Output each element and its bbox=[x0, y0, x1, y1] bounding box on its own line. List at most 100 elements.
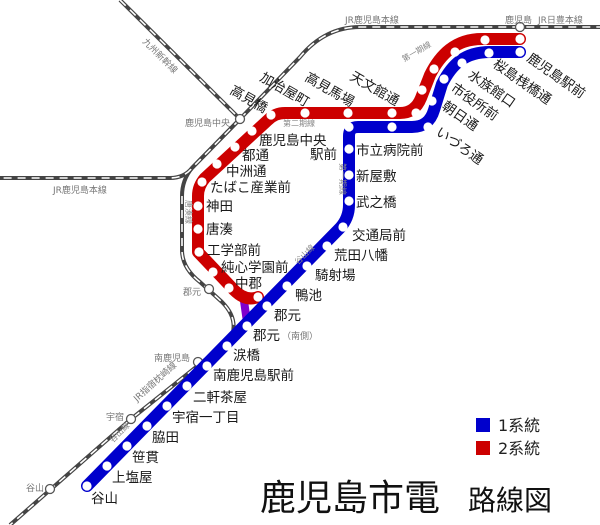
station-label[interactable]: 中洲通 bbox=[226, 164, 267, 180]
station-label[interactable]: 郡元 bbox=[253, 328, 280, 344]
station-label[interactable]: 脇田 bbox=[152, 430, 179, 446]
jr-station-korimoto[interactable] bbox=[203, 283, 215, 295]
station-dot[interactable] bbox=[182, 381, 192, 391]
station-dot[interactable] bbox=[212, 159, 222, 169]
station-dot[interactable] bbox=[450, 47, 460, 57]
station-dot[interactable] bbox=[197, 177, 207, 187]
legend-swatch-line2 bbox=[476, 441, 490, 455]
station-dot[interactable] bbox=[387, 108, 397, 118]
section-label-daiichi-rotated: 第一期線 bbox=[400, 39, 433, 64]
station-label[interactable]: 中郡 bbox=[235, 276, 262, 292]
legend-swatch-line1 bbox=[476, 418, 490, 432]
line1-route bbox=[81, 46, 526, 492]
station-dot[interactable] bbox=[411, 108, 421, 118]
station-dot[interactable] bbox=[202, 361, 212, 371]
station-dot[interactable] bbox=[282, 281, 292, 291]
station-dot[interactable] bbox=[242, 321, 252, 331]
station-label[interactable]: 涙橋 bbox=[233, 347, 260, 364]
jr-chuo-label: 鹿児島中央 bbox=[185, 117, 230, 129]
station-label[interactable]: 笹貫 bbox=[132, 450, 159, 466]
station-dot[interactable] bbox=[82, 481, 92, 491]
station-dot[interactable] bbox=[302, 261, 312, 271]
jr-korimoto-label: 郡元 bbox=[183, 287, 201, 298]
jr-minami-label: 南鹿児島 bbox=[154, 352, 190, 364]
station-label[interactable]: 交通局前 bbox=[352, 227, 406, 244]
station-dot[interactable] bbox=[344, 170, 354, 180]
station-dot[interactable] bbox=[142, 421, 152, 431]
station-label[interactable]: 二軒茶屋 bbox=[193, 390, 247, 406]
station-dot[interactable] bbox=[222, 341, 232, 351]
station-dot[interactable] bbox=[427, 96, 437, 106]
line2-station-labels: 加治屋町 高見橋 鹿児島中央 駅前 都通 中洲通 たばこ産業前 神田 唐湊 工学… bbox=[206, 70, 337, 292]
station-dot[interactable] bbox=[484, 48, 494, 58]
station-dot[interactable] bbox=[266, 110, 276, 120]
station-label[interactable]: 谷山 bbox=[91, 491, 118, 507]
station-label[interactable]: 鹿児島中央 bbox=[259, 132, 327, 149]
station-dot[interactable] bbox=[439, 74, 449, 84]
jr-station-kagoshima[interactable] bbox=[514, 21, 526, 33]
station-label[interactable]: 宇宿一丁目 bbox=[172, 409, 240, 426]
station-label[interactable]: 純心学園前 bbox=[221, 259, 289, 276]
station-dot[interactable] bbox=[193, 224, 203, 234]
station-dot[interactable] bbox=[344, 122, 354, 132]
station-label[interactable]: たばこ産業前 bbox=[210, 179, 291, 196]
station-dot[interactable] bbox=[423, 122, 433, 132]
station-label[interactable]: 上塩屋 bbox=[112, 470, 153, 486]
station-dot[interactable] bbox=[457, 58, 467, 68]
station-label[interactable]: 新屋敷 bbox=[356, 169, 397, 185]
jr-nippo-label: JR日豊本線 bbox=[537, 14, 583, 26]
station-label[interactable]: 工学部前 bbox=[207, 242, 261, 259]
station-label[interactable]: 南鹿児島駅前 bbox=[213, 367, 294, 384]
station-dot[interactable] bbox=[247, 126, 257, 136]
station-label[interactable]: 市立病院前 bbox=[356, 142, 424, 159]
jr-station-taniyama[interactable] bbox=[44, 483, 56, 495]
station-dot[interactable] bbox=[322, 241, 332, 251]
jr-station-chuo[interactable] bbox=[234, 113, 246, 125]
station-label[interactable]: 天文館通 bbox=[347, 69, 402, 110]
station-dot[interactable] bbox=[387, 122, 397, 132]
station-label[interactable]: 駅前 bbox=[310, 146, 337, 163]
station-label[interactable]: 鴨池 bbox=[295, 288, 322, 304]
map-subtitle: 路線図 bbox=[468, 484, 552, 517]
jr-main-west-label: JR鹿児島本線 bbox=[52, 184, 107, 196]
station-dot[interactable] bbox=[515, 47, 525, 57]
legend: 1系統 2系統 bbox=[476, 416, 540, 458]
station-label[interactable]: 都通 bbox=[242, 148, 269, 164]
station-dot[interactable] bbox=[515, 34, 525, 44]
jr-station-usuki[interactable] bbox=[125, 413, 137, 425]
station-dot[interactable] bbox=[253, 292, 263, 302]
station-dot[interactable] bbox=[300, 108, 310, 118]
section-label-daini: 第二期線 bbox=[283, 118, 315, 128]
station-dot[interactable] bbox=[262, 301, 272, 311]
station-label[interactable]: 荒田八幡 bbox=[334, 248, 388, 264]
station-dot[interactable] bbox=[162, 401, 172, 411]
station-dot[interactable] bbox=[194, 247, 204, 257]
station-dot[interactable] bbox=[343, 108, 353, 118]
station-dot[interactable] bbox=[480, 35, 490, 45]
station-label[interactable]: 神田 bbox=[206, 199, 233, 215]
legend-label-line1: 1系統 bbox=[498, 416, 540, 435]
station-label[interactable]: 唐湊 bbox=[206, 221, 233, 238]
line1-station-labels: 市立病院前 新屋敷 武之橋 交通局前 荒田八幡 騎射場 鴨池 郡元 郡元 （南側… bbox=[91, 142, 424, 507]
station-dot[interactable] bbox=[417, 85, 427, 95]
station-dot[interactable] bbox=[224, 283, 234, 293]
station-label[interactable]: 高見馬場 bbox=[302, 69, 357, 111]
station-label[interactable]: 武之橋 bbox=[356, 195, 397, 211]
station-dot[interactable] bbox=[344, 196, 354, 206]
station-dot[interactable] bbox=[344, 144, 354, 154]
station-label[interactable]: 郡元 bbox=[274, 308, 301, 324]
jr-usuki-label: 宇宿 bbox=[106, 411, 124, 423]
station-dot[interactable] bbox=[102, 461, 112, 471]
station-label[interactable]: いづろ通 bbox=[433, 124, 487, 168]
station-dot[interactable] bbox=[193, 201, 203, 211]
station-label[interactable]: 騎射場 bbox=[315, 268, 356, 284]
jr-main-north-label: JR鹿児島本線 bbox=[344, 14, 399, 26]
station-dot[interactable] bbox=[122, 441, 132, 451]
station-dot[interactable] bbox=[338, 222, 348, 232]
station-dot[interactable] bbox=[208, 267, 218, 277]
station-dot[interactable] bbox=[429, 64, 439, 74]
map-title: 鹿児島市電 bbox=[260, 478, 440, 519]
station-dot[interactable] bbox=[230, 142, 240, 152]
